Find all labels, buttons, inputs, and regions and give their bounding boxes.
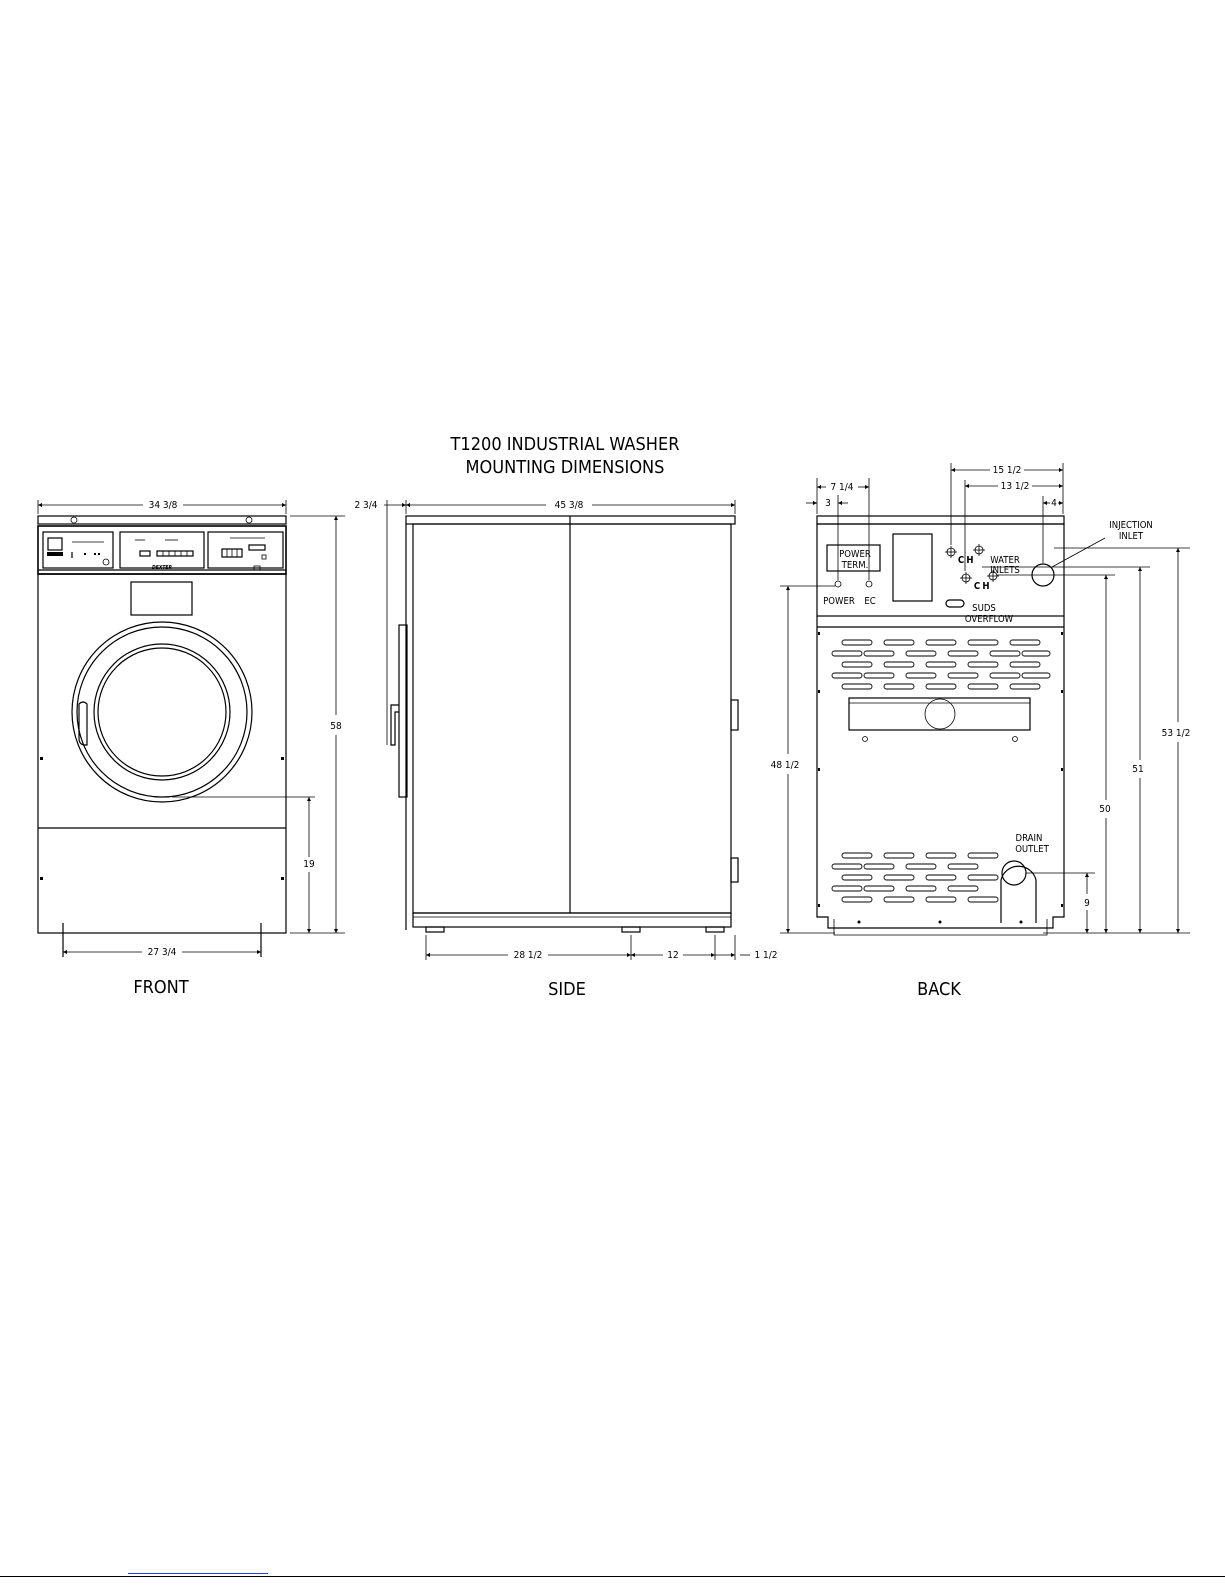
front-view-label: FRONT [133,977,188,998]
ec-connector [866,581,872,587]
power-connector [835,581,841,587]
front-door-ring [77,627,247,797]
side-dimensions: 45 3/8 2 3/4 28 1/2 12 1 1/2 [354,500,777,961]
back-top-cap [817,516,1064,524]
inlet-c1: C [958,555,964,566]
suds-overflow [946,600,964,607]
ec-label: EC [864,596,875,607]
side-cabinet [413,524,731,913]
coin-bar [47,552,63,556]
back-view: POWER TERM. POWER EC C H C H WATER INLET… [817,516,1153,935]
footer-rule [0,1576,1225,1577]
side-base [413,913,731,927]
drain-line1: DRAIN [1016,833,1043,844]
power-term-line2: TERM. [841,560,869,571]
motor-circle [925,699,955,729]
control-module-center [120,532,204,568]
side-foot-rear-label: 12 [667,950,678,961]
inlet-c2: C [974,581,980,592]
drawing-title-line1: T1200 INDUSTRIAL WASHER [450,434,680,455]
suds-line1: SUDS [972,603,996,614]
side-view [391,516,738,932]
front-feet-label: 27 3/4 [148,947,177,958]
inlet-h2: H [982,581,989,592]
injection-line2: INLET [1119,531,1144,542]
side-foot-extra-label: 1 1/2 [754,950,777,961]
footer-link-underline[interactable] [128,1573,268,1574]
front-top-bolt-left [71,517,77,523]
back-h-drain: 9 [1084,898,1090,909]
door-handle [79,702,87,745]
drawing-title-line2: MOUNTING DIMENSIONS [466,457,665,478]
back-access-panel [893,534,932,601]
power-term-line1: POWER [839,549,871,560]
front-top-bolt-right [246,517,252,523]
back-h-water-high: 51 [1132,764,1143,775]
upper-vents [832,640,1050,689]
side-foot-front-label: 28 1/2 [514,950,543,961]
inlet-h1: H [966,555,973,566]
back-dim-13-half: 13 1/2 [1001,481,1030,492]
front-view: DEXTER [38,516,286,957]
back-lower-panel [817,616,1064,928]
back-dim-3: 3 [825,498,831,509]
side-depth-label: 45 3/8 [555,500,584,511]
front-width-label: 34 3/8 [149,500,178,511]
lower-vents [832,853,998,902]
control-module-right [208,532,283,568]
front-display-window [131,582,192,615]
side-door-handle [391,705,399,745]
suds-line2: OVERFLOW [965,614,1014,625]
back-dim-7-quarter: 7 1/4 [830,482,853,493]
drain-line2: OUTLET [1015,844,1049,855]
back-h-power: 48 1/2 [771,760,800,771]
front-door-glass [98,648,226,776]
side-view-label: SIDE [548,979,586,1000]
front-door-inner [94,644,230,780]
power-label: POWER [823,596,855,607]
back-h-injection: 53 1/2 [1162,728,1191,739]
back-view-label: BACK [917,979,961,1000]
brand-logo: DEXTER [152,565,172,571]
back-dim-15-half: 15 1/2 [993,465,1022,476]
front-door-center-label: 19 [303,859,315,870]
drain-outlet [1002,861,1026,885]
rotate-icon [103,559,109,565]
front-cabinet [38,574,286,933]
coin-slot [48,538,62,550]
front-height-label: 58 [330,721,342,732]
side-door-offset-label: 2 3/4 [354,500,377,511]
side-rear-fitting-lower [731,858,738,882]
injection-line1: INJECTION [1109,520,1153,531]
front-door-outer [72,622,252,802]
back-h-water-low: 50 [1099,804,1111,815]
front-dimensions: 34 3/8 58 19 27 3/4 [38,500,345,958]
side-rear-fitting-upper [731,700,738,730]
drain-housing [1001,866,1036,923]
back-dim-4: 4 [1051,498,1057,509]
